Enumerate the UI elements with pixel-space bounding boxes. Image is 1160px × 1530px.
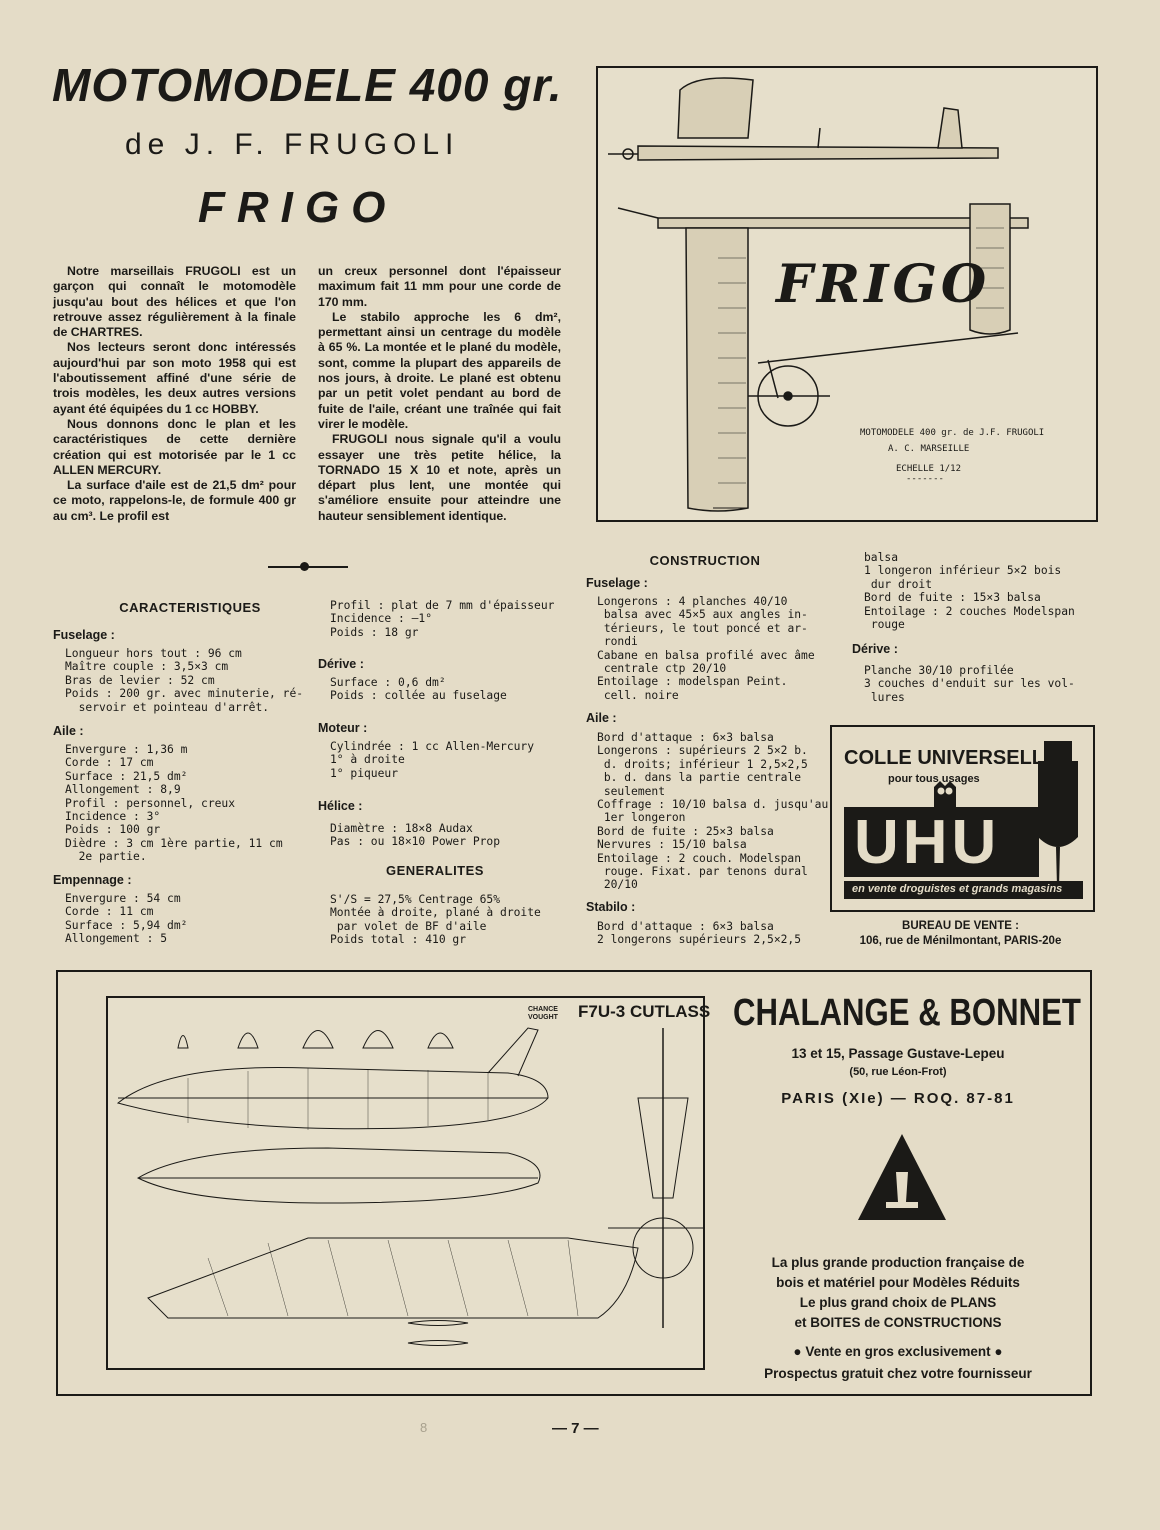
article-subtitle: de J. F. FRUGOLI	[125, 128, 460, 161]
warning-triangle-icon	[858, 1134, 946, 1220]
page-number: — 7 —	[552, 1420, 599, 1437]
cons-label-stabilo: Stabilo :	[586, 900, 636, 914]
spec-label-empennage: Empennage :	[53, 873, 132, 887]
chalange-line-3: Le plus grand choix de PLANS	[799, 1295, 997, 1310]
chalange-address-1: 13 et 15, Passage Gustave-Lepeu	[791, 1046, 1005, 1061]
cons-label-aile: Aile :	[586, 711, 617, 725]
frigo-plan-drawing: FRIGO MOTOMODELE 400 gr. de J.F. FRUGOLI…	[596, 66, 1098, 522]
glue-tube-icon	[1038, 741, 1078, 887]
chalange-line-1: La plus grande production française de	[771, 1255, 1025, 1270]
spec-helice: Diamètre : 18×8 Audax Pas : ou 18×10 Pow…	[330, 822, 501, 849]
faint-page-number: 8	[420, 1420, 428, 1435]
cons-stabilo: Bord d'attaque : 6×3 balsa 2 longerons s…	[597, 920, 802, 947]
chalange-line-5: ● Vente en gros exclusivement ●	[793, 1344, 1003, 1359]
caracteristiques-heading: CARACTERISTIQUES	[119, 600, 261, 615]
spec-label-derive: Dérive :	[318, 657, 364, 671]
plan-name: FRIGO	[776, 254, 991, 315]
intro-paragraph: La surface d'aile est de 21,5 dm² pour c…	[53, 478, 296, 523]
spec-empennage: Envergure : 54 cm Corde : 11 cm Surface …	[65, 892, 188, 946]
intro-paragraph: un creux personnel dont l'épaisseur maxi…	[318, 264, 561, 309]
cutlass-plan-drawing: CHANCE VOUGHT F7U-3 CUTLASS	[106, 996, 710, 1370]
uhu-brand: UHU	[854, 808, 1001, 877]
chalange-line-2: bois et matériel pour Modèles Réduits	[776, 1275, 1020, 1290]
plan-scale-underline: -------	[906, 474, 944, 484]
construction-heading: CONSTRUCTION	[649, 553, 761, 568]
generalites-heading: GENERALITES	[386, 863, 484, 878]
intro-paragraph: Le stabilo approche les 6 dm², permettan…	[318, 309, 561, 431]
spec-moteur: Cylindrée : 1 cc Allen-Mercury 1° à droi…	[330, 740, 535, 780]
uhu-band: en vente droguistes et grands magasins	[844, 881, 1083, 899]
cons-fuselage: Longerons : 4 planches 40/10 balsa avec …	[597, 595, 815, 702]
intro-paragraph: Notre marseillais FRUGOLI est un garçon …	[53, 264, 296, 340]
frigo-plan-svg	[608, 77, 1029, 512]
spec-fuselage: Longueur hors tout : 96 cm Maître couple…	[65, 647, 304, 714]
chalange-line-4: et BOITES de CONSTRUCTIONS	[794, 1315, 1002, 1330]
spec-empennage-cont: Profil : plat de 7 mm d'épaisseur Incide…	[330, 599, 555, 639]
cons-label-fuselage: Fuselage :	[586, 576, 648, 590]
plan-scale: ECHELLE 1/12	[896, 464, 962, 474]
uhu-advertisement[interactable]: COLLE UNIVERSELLE pour tous usages UHU e…	[830, 725, 1095, 912]
uhu-band-text: en vente droguistes et grands magasins	[852, 883, 1063, 895]
cons-stabilo-cont: balsa 1 longeron inférieur 5×2 bois dur …	[864, 551, 1075, 632]
generalites-text: S'/S = 27,5% Centrage 65% Montée à droit…	[330, 893, 541, 947]
chalange-address-2: (50, rue Léon-Frot)	[849, 1066, 947, 1078]
plan-club: A. C. MARSEILLE	[888, 444, 970, 454]
intro-column-2: un creux personnel dont l'épaisseur maxi…	[318, 264, 561, 524]
plan-caption: MOTOMODELE 400 gr. de J.F. FRUGOLI	[860, 428, 1045, 438]
spec-label-aile: Aile :	[53, 724, 84, 738]
spec-derive: Surface : 0,6 dm² Poids : collée au fuse…	[330, 676, 507, 703]
cutlass-plan-svg	[116, 1027, 708, 1346]
intro-paragraph: FRUGOLI nous signale qu'il a voulu essay…	[318, 432, 561, 523]
bottom-advertisement[interactable]: CHANCE VOUGHT F7U-3 CUTLASS	[56, 970, 1092, 1396]
chalange-title: CHALANGE & BONNET	[733, 992, 1081, 1034]
uhu-brand-block: UHU	[844, 807, 1039, 877]
chalange-line-6: Prospectus gratuit chez votre fournisseu…	[764, 1366, 1032, 1381]
spec-label-helice: Hélice :	[318, 799, 363, 813]
spec-label-fuselage: Fuselage :	[53, 628, 115, 642]
intro-column-1: Notre marseillais FRUGOLI est un garçon …	[53, 264, 296, 524]
intro-paragraph: Nos lecteurs seront donc intéressés aujo…	[53, 340, 296, 416]
spec-aile: Envergure : 1,36 m Corde : 17 cm Surface…	[65, 743, 283, 864]
cons-label-derive: Dérive :	[852, 642, 898, 656]
cutlass-title: F7U-3 CUTLASS	[578, 1002, 711, 1021]
uhu-ad-subtitle: pour tous usages	[888, 773, 980, 785]
cons-derive: Planche 30/10 profilée 3 couches d'endui…	[864, 664, 1075, 704]
intro-paragraph: Nous donnons donc le plan et les caracté…	[53, 416, 296, 477]
chalange-city: PARIS (XIe) — ROQ. 87-81	[781, 1090, 1015, 1107]
article-title: MOTOMODELE 400 gr.	[52, 59, 563, 111]
model-name: FRIGO	[198, 183, 398, 232]
separator-dot	[300, 562, 309, 571]
spec-label-moteur: Moteur :	[318, 721, 368, 735]
cons-aile: Bord d'attaque : 6×3 balsa Longerons : s…	[597, 731, 829, 892]
uhu-bureau-title: BUREAU DE VENTE :	[902, 920, 1019, 932]
uhu-ad-title: COLLE UNIVERSELLE	[844, 747, 1058, 769]
uhu-bureau-address: 106, rue de Ménilmontant, PARIS-20e	[859, 935, 1062, 947]
owl-icon	[934, 781, 956, 807]
cutlass-maker: CHANCE VOUGHT	[528, 1006, 558, 1021]
